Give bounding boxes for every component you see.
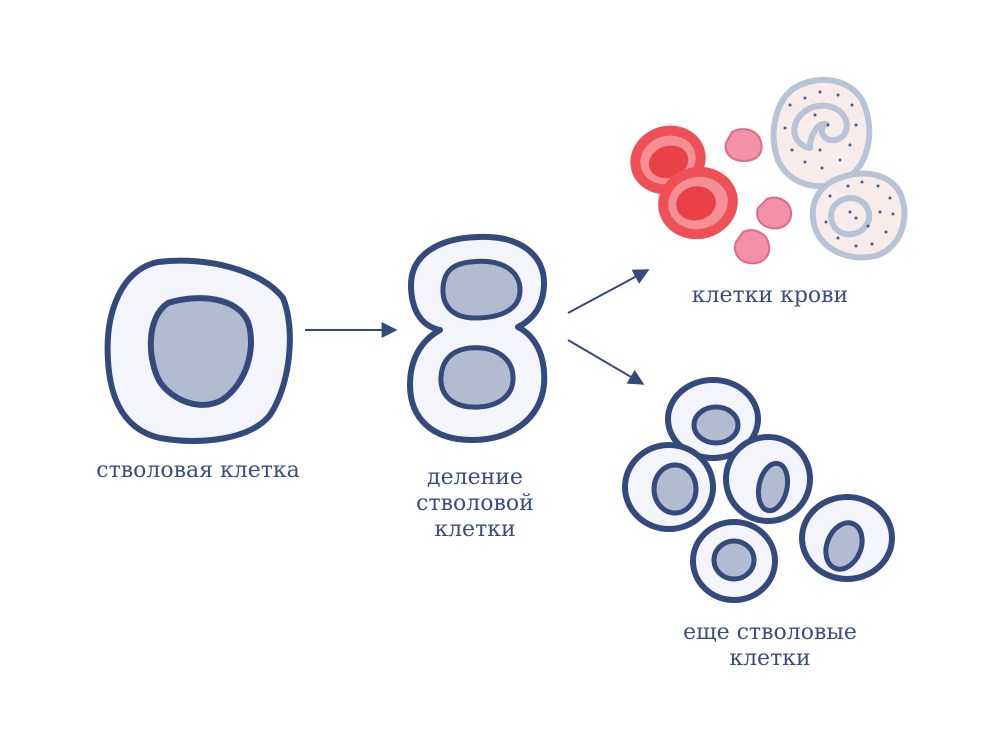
- small-stem-cell-4: [690, 519, 778, 603]
- dividing-cell: [407, 233, 548, 443]
- blood-cells-group: [630, 76, 908, 265]
- red-blood-cell-2: [658, 166, 738, 240]
- white-blood-cell-2: [809, 170, 908, 261]
- small-stem-cell-3: [723, 434, 813, 524]
- white-blood-cell-1: [770, 76, 873, 189]
- platelet-1: [724, 128, 763, 163]
- stem-cell: [104, 257, 293, 444]
- small-stem-cell-2: [622, 442, 716, 532]
- small-stem-cell-1: [665, 377, 761, 461]
- platelet-2: [756, 196, 793, 230]
- label-stem-cell: стволовая клетка: [96, 458, 300, 483]
- dividing-cell-nucleus-top: [440, 258, 523, 321]
- platelet-3: [734, 229, 771, 265]
- label-division: деление стволовой клетки: [416, 465, 534, 542]
- arrow-to-stem-cells: [567, 339, 645, 385]
- more-stem-cells-group: [622, 377, 895, 603]
- label-blood-cells: клетки крови: [691, 283, 849, 308]
- dividing-cell-nucleus-bottom: [438, 345, 516, 410]
- small-stem-cell-5: [799, 494, 895, 582]
- label-more-stem-cells: еще стволовые клетки: [683, 620, 857, 671]
- arrow-to-blood-cells: [567, 269, 650, 314]
- stem-cell-nucleus: [147, 295, 254, 408]
